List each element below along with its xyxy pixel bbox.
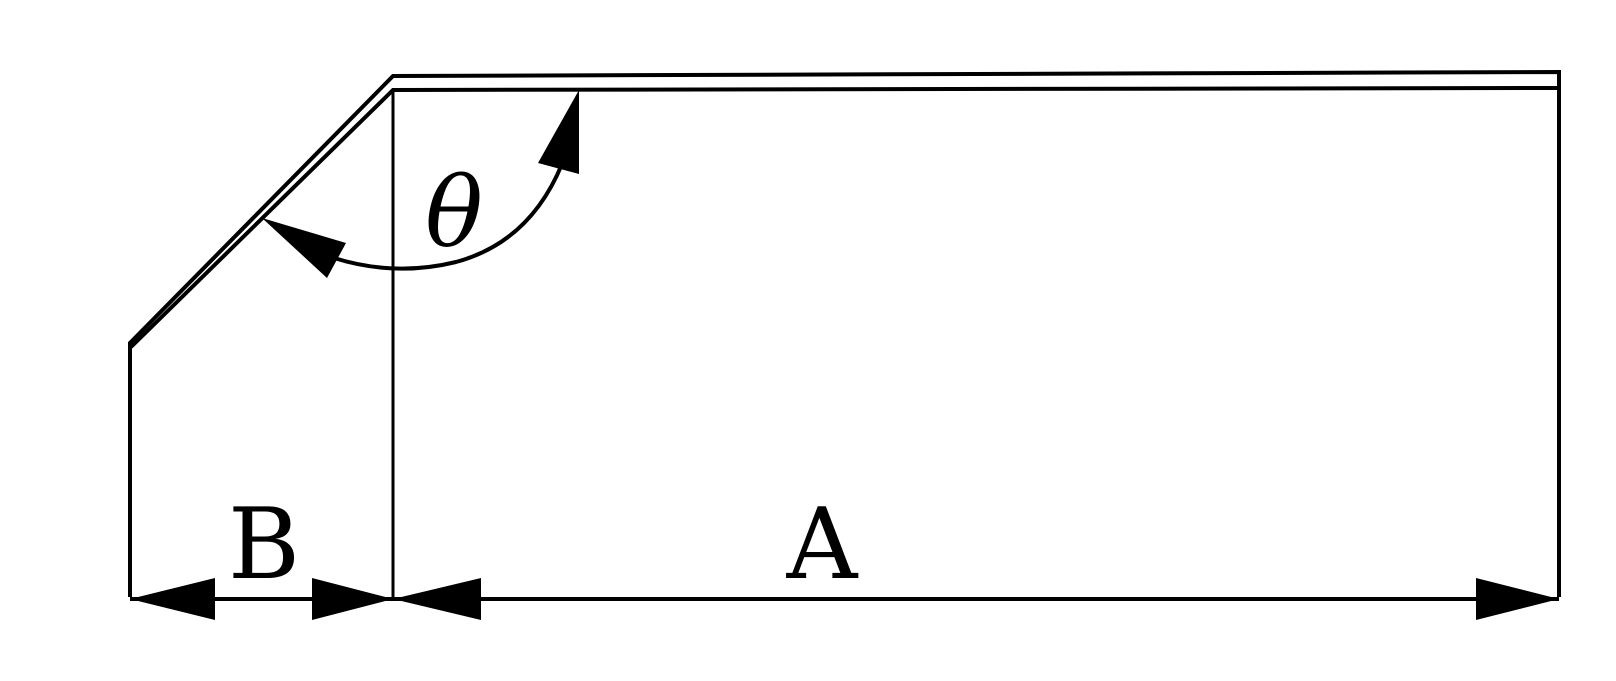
angle-indicator xyxy=(262,90,579,278)
angle-arrow-left xyxy=(262,218,346,278)
dim-a-right-arrow xyxy=(1476,578,1559,620)
outer-contour xyxy=(128,69,1561,597)
dim-b-left-arrow xyxy=(130,578,215,620)
angle-arc xyxy=(333,163,564,271)
dimension-b-label: B xyxy=(228,488,300,602)
angle-label: θ xyxy=(425,157,483,269)
dimension-a-label: A xyxy=(786,488,859,602)
dim-b-right-arrow xyxy=(312,578,393,620)
dim-a-left-arrow xyxy=(393,578,481,620)
angle-arrow-upper xyxy=(538,90,579,174)
dimension-lines xyxy=(130,578,1559,620)
